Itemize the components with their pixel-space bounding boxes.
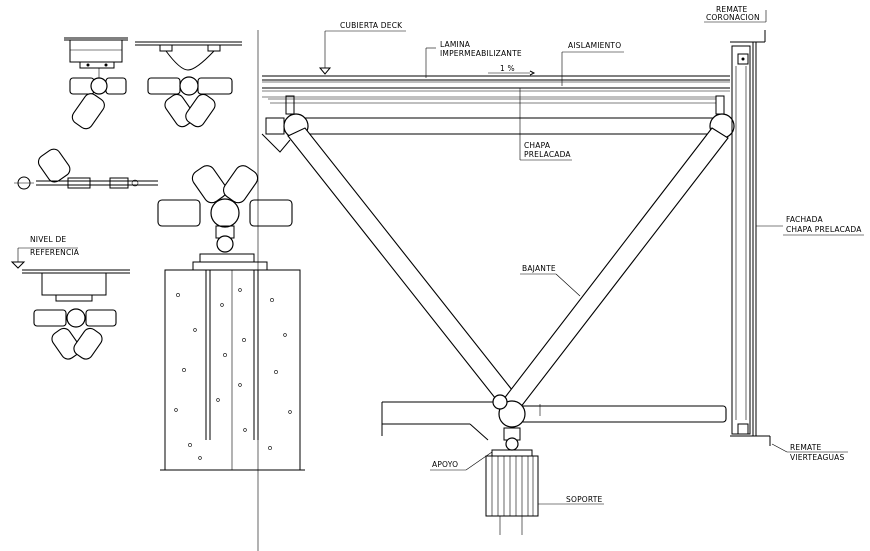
remate-coronacion-label-2: CORONACION [706, 13, 760, 22]
annotation-soporte: SOPORTE [538, 495, 604, 505]
annotation-apoyo: APOYO [430, 451, 493, 471]
fachada-label-1: FACHADA [786, 215, 823, 224]
lamina-label-2: IMPERMEABILIZANTE [440, 49, 522, 58]
annotation-chapa-prelacada: CHAPA PRELACADA [519, 88, 572, 161]
reference-level: NIVEL DE REFERENCIA [10, 235, 80, 269]
chapa-label-2: PRELACADA [524, 150, 571, 159]
slope-label: 1 % [500, 64, 515, 73]
annotation-bajante: BAJANTE [520, 264, 581, 297]
detail-node-ceiling-2 [135, 41, 242, 128]
annotation-cubierta-deck: CUBIERTA DECK [318, 21, 406, 75]
soporte-label: SOPORTE [566, 495, 603, 504]
facade-column [730, 30, 771, 446]
annotation-fachada: FACHADA CHAPA PRELACADA [756, 215, 864, 236]
annotation-aislamiento: AISLAMIENTO [561, 41, 624, 86]
bajante-label: BAJANTE [522, 264, 556, 273]
fachada-label-2: CHAPA PRELACADA [786, 225, 862, 234]
apoyo-label: APOYO [432, 460, 458, 469]
bottom-chord [381, 401, 727, 441]
nivel-label-2: REFERENCIA [30, 248, 80, 257]
remate-coronacion-label-1: REMATE [716, 5, 748, 14]
diagonal-left [261, 127, 521, 409]
remate-vierteaguas-label-2: VIERTEAGUAS [790, 453, 844, 462]
detail-column-base [157, 165, 305, 471]
detail-node-ceiling-3 [22, 269, 130, 360]
top-chord [265, 95, 735, 139]
chapa-label-1: CHAPA [524, 141, 551, 150]
annotation-slope: 1 % [488, 64, 536, 76]
bottom-node-support [485, 394, 539, 535]
annotation-remate-vierteaguas: REMATE VIERTEAGUAS [771, 443, 848, 462]
lamina-label-1: LAMINA [440, 40, 471, 49]
annotation-remate-coronacion: REMATE CORONACION [704, 5, 767, 23]
detail-tension-rod [14, 148, 158, 190]
remate-vierteaguas-label-1: REMATE [790, 443, 822, 452]
aislamiento-label: AISLAMIENTO [568, 41, 621, 50]
detail-node-ceiling-1 [64, 37, 128, 130]
roof-deck [257, 30, 730, 551]
annotation-lamina: LAMINA IMPERMEABILIZANTE [425, 40, 522, 78]
nivel-label-1: NIVEL DE [30, 235, 66, 244]
cubierta-deck-label: CUBIERTA DECK [340, 21, 403, 30]
